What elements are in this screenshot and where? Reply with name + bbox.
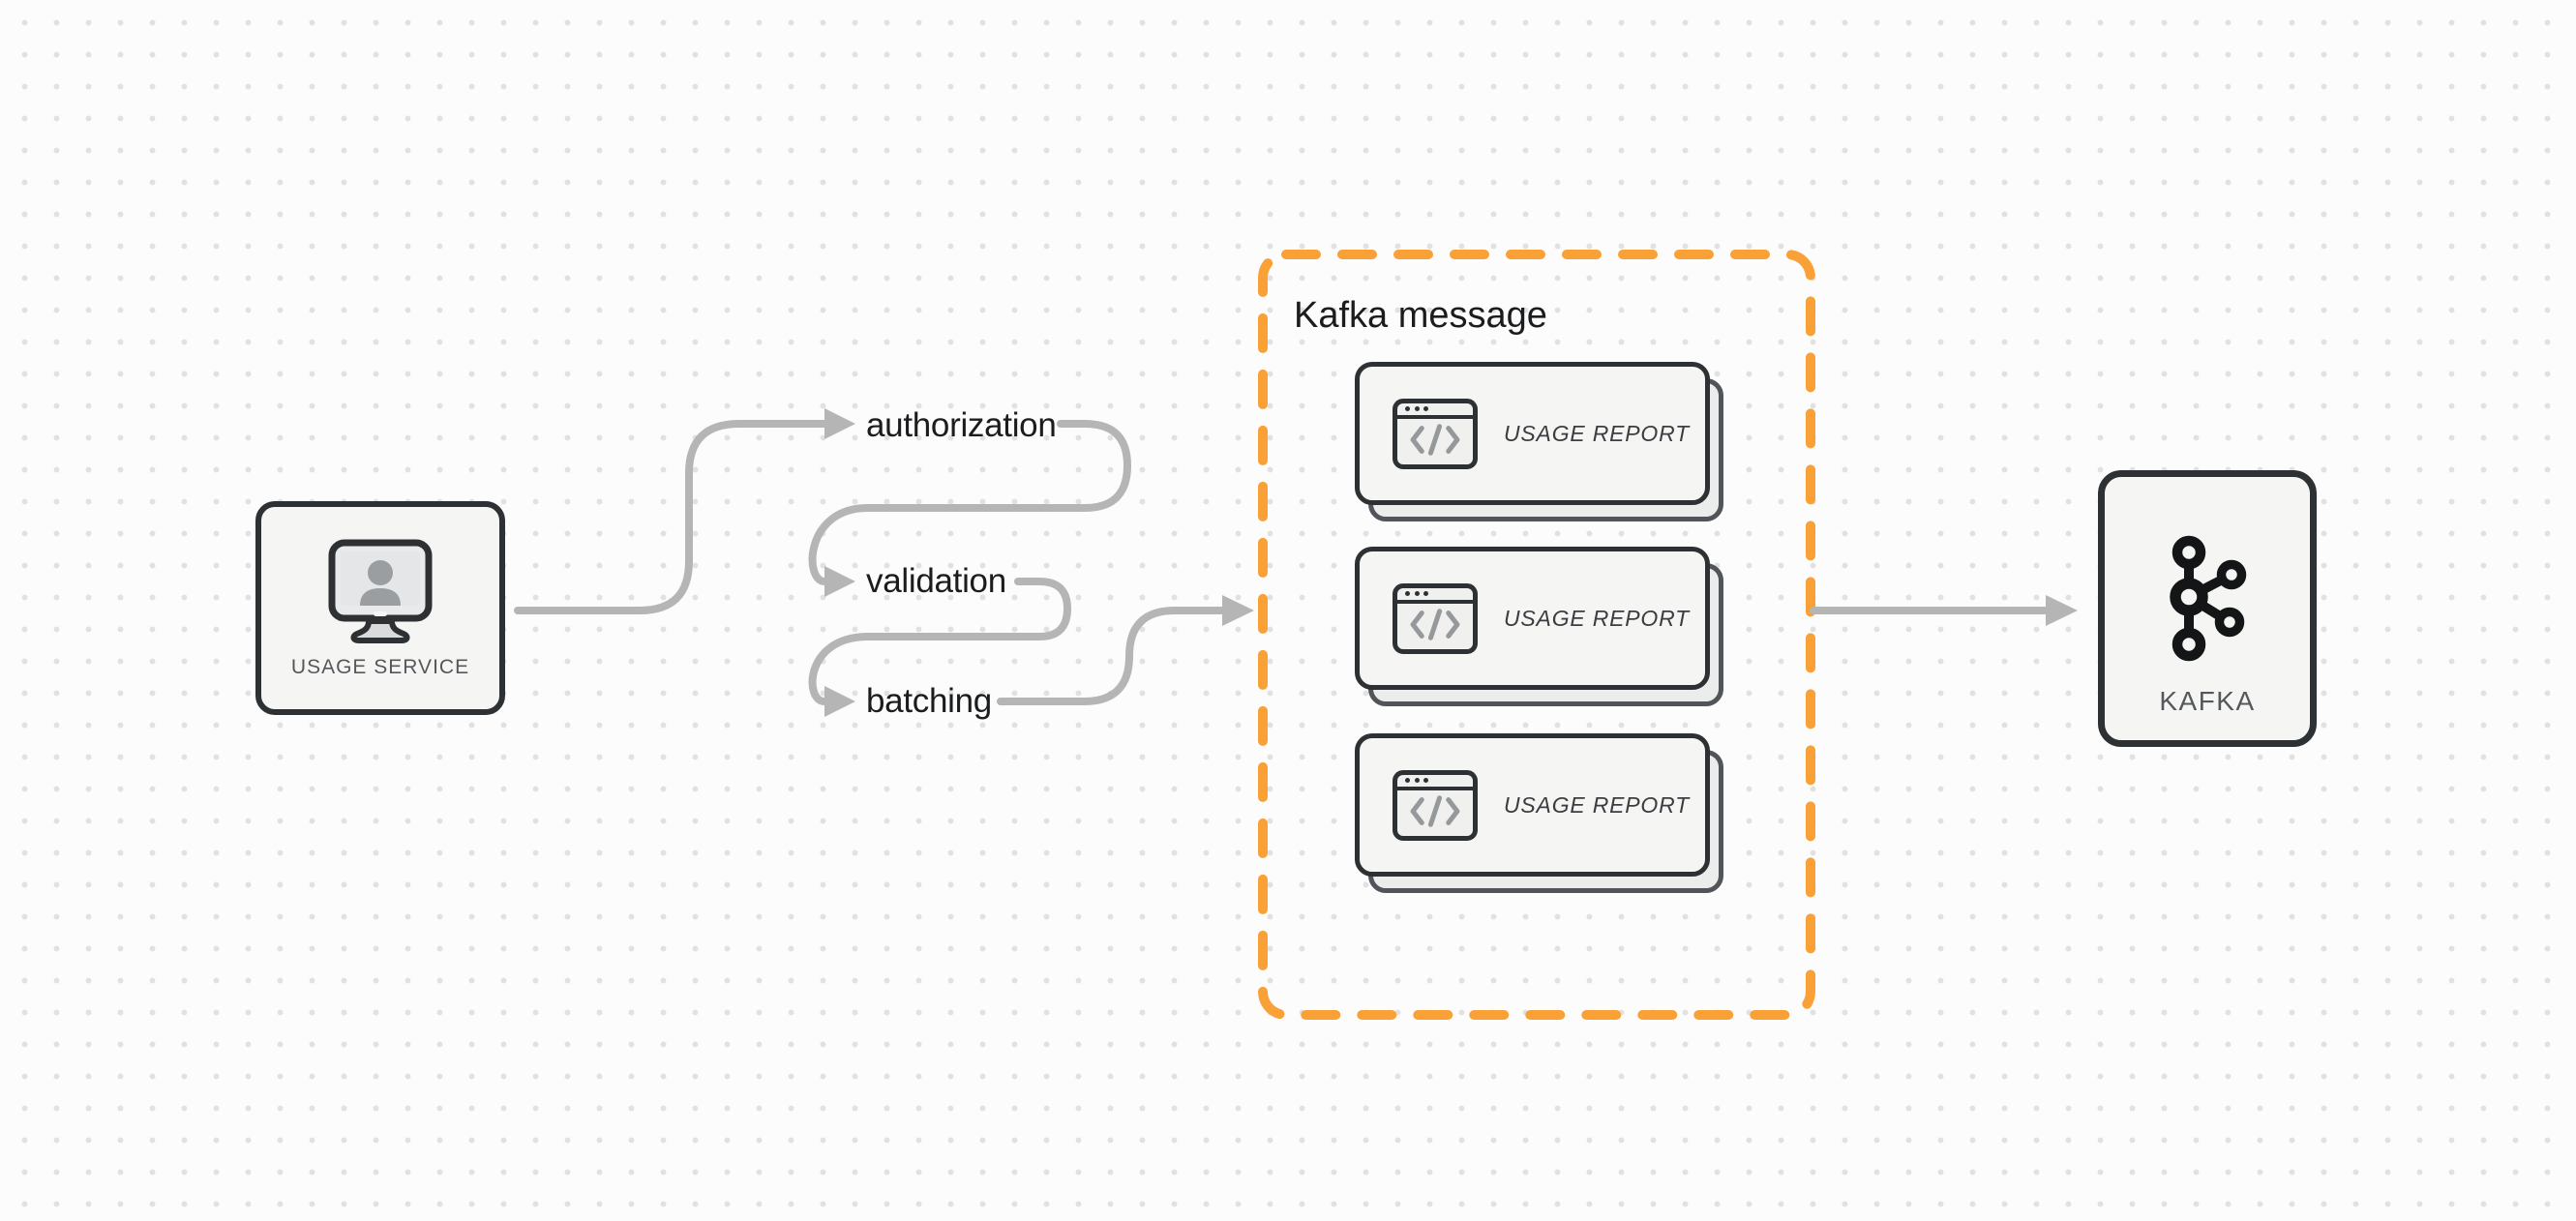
code-glyph-icon — [1410, 794, 1460, 827]
kafka-message-group: Kafka message — [1263, 254, 1811, 1015]
code-window-icon — [1393, 582, 1478, 654]
arrowhead-authorization — [824, 408, 855, 439]
card-label: USAGE REPORT — [1504, 791, 1690, 818]
arrowhead-validation — [824, 566, 855, 597]
message-card: USAGE REPORT — [1355, 733, 1723, 893]
window-dot-icon — [1405, 591, 1410, 596]
window-dot-icon — [1405, 406, 1410, 411]
window-titlebar — [1397, 403, 1473, 419]
code-window-icon — [1393, 769, 1478, 841]
monitor-user-icon — [328, 539, 433, 643]
window-dot-icon — [1423, 591, 1428, 596]
arrowhead-batching — [824, 686, 855, 717]
window-dot-icon — [1423, 406, 1428, 411]
message-card: USAGE REPORT — [1355, 547, 1723, 706]
window-body — [1397, 790, 1473, 832]
card-face: USAGE REPORT — [1355, 733, 1710, 877]
flow-step-label-validation: validation — [866, 562, 1006, 600]
window-titlebar — [1397, 775, 1473, 790]
kafka-label: KAFKA — [2159, 686, 2256, 716]
code-window-icon — [1393, 398, 1478, 469]
kafka-message-group-border — [1258, 250, 1815, 1020]
window-body — [1397, 419, 1473, 461]
flow-arrow-validation-to-batching — [808, 578, 1071, 705]
arrowhead-group-entry — [1222, 595, 1254, 626]
arrowhead-kafka-entry — [2046, 595, 2078, 626]
kafka-logo-icon — [2170, 535, 2247, 662]
flow-arrow-batching-to-group — [997, 607, 1225, 705]
usage-service-label: USAGE SERVICE — [290, 656, 470, 678]
window-dot-icon — [1414, 406, 1420, 411]
window-dot-icon — [1414, 778, 1420, 783]
flow-arrow-usage-to-authorization — [514, 420, 827, 614]
window-dot-icon — [1423, 778, 1428, 783]
window-titlebar — [1397, 588, 1473, 604]
kafka-message-group-title: Kafka message — [1294, 295, 1547, 336]
window-body — [1397, 604, 1473, 645]
usage-service-node: USAGE SERVICE — [255, 501, 505, 715]
card-label: USAGE REPORT — [1504, 420, 1690, 446]
flow-arrow-authorization-to-validation — [808, 420, 1131, 585]
kafka-node: KAFKA — [2098, 470, 2317, 747]
code-glyph-icon — [1410, 423, 1460, 456]
card-label: USAGE REPORT — [1504, 605, 1690, 631]
flow-step-label-authorization: authorization — [866, 406, 1057, 444]
card-face: USAGE REPORT — [1355, 362, 1710, 505]
window-dot-icon — [1405, 778, 1410, 783]
flow-step-label-batching: batching — [866, 682, 992, 720]
code-glyph-icon — [1410, 608, 1460, 640]
card-face: USAGE REPORT — [1355, 547, 1710, 690]
window-dot-icon — [1414, 591, 1420, 596]
message-card: USAGE REPORT — [1355, 362, 1723, 521]
